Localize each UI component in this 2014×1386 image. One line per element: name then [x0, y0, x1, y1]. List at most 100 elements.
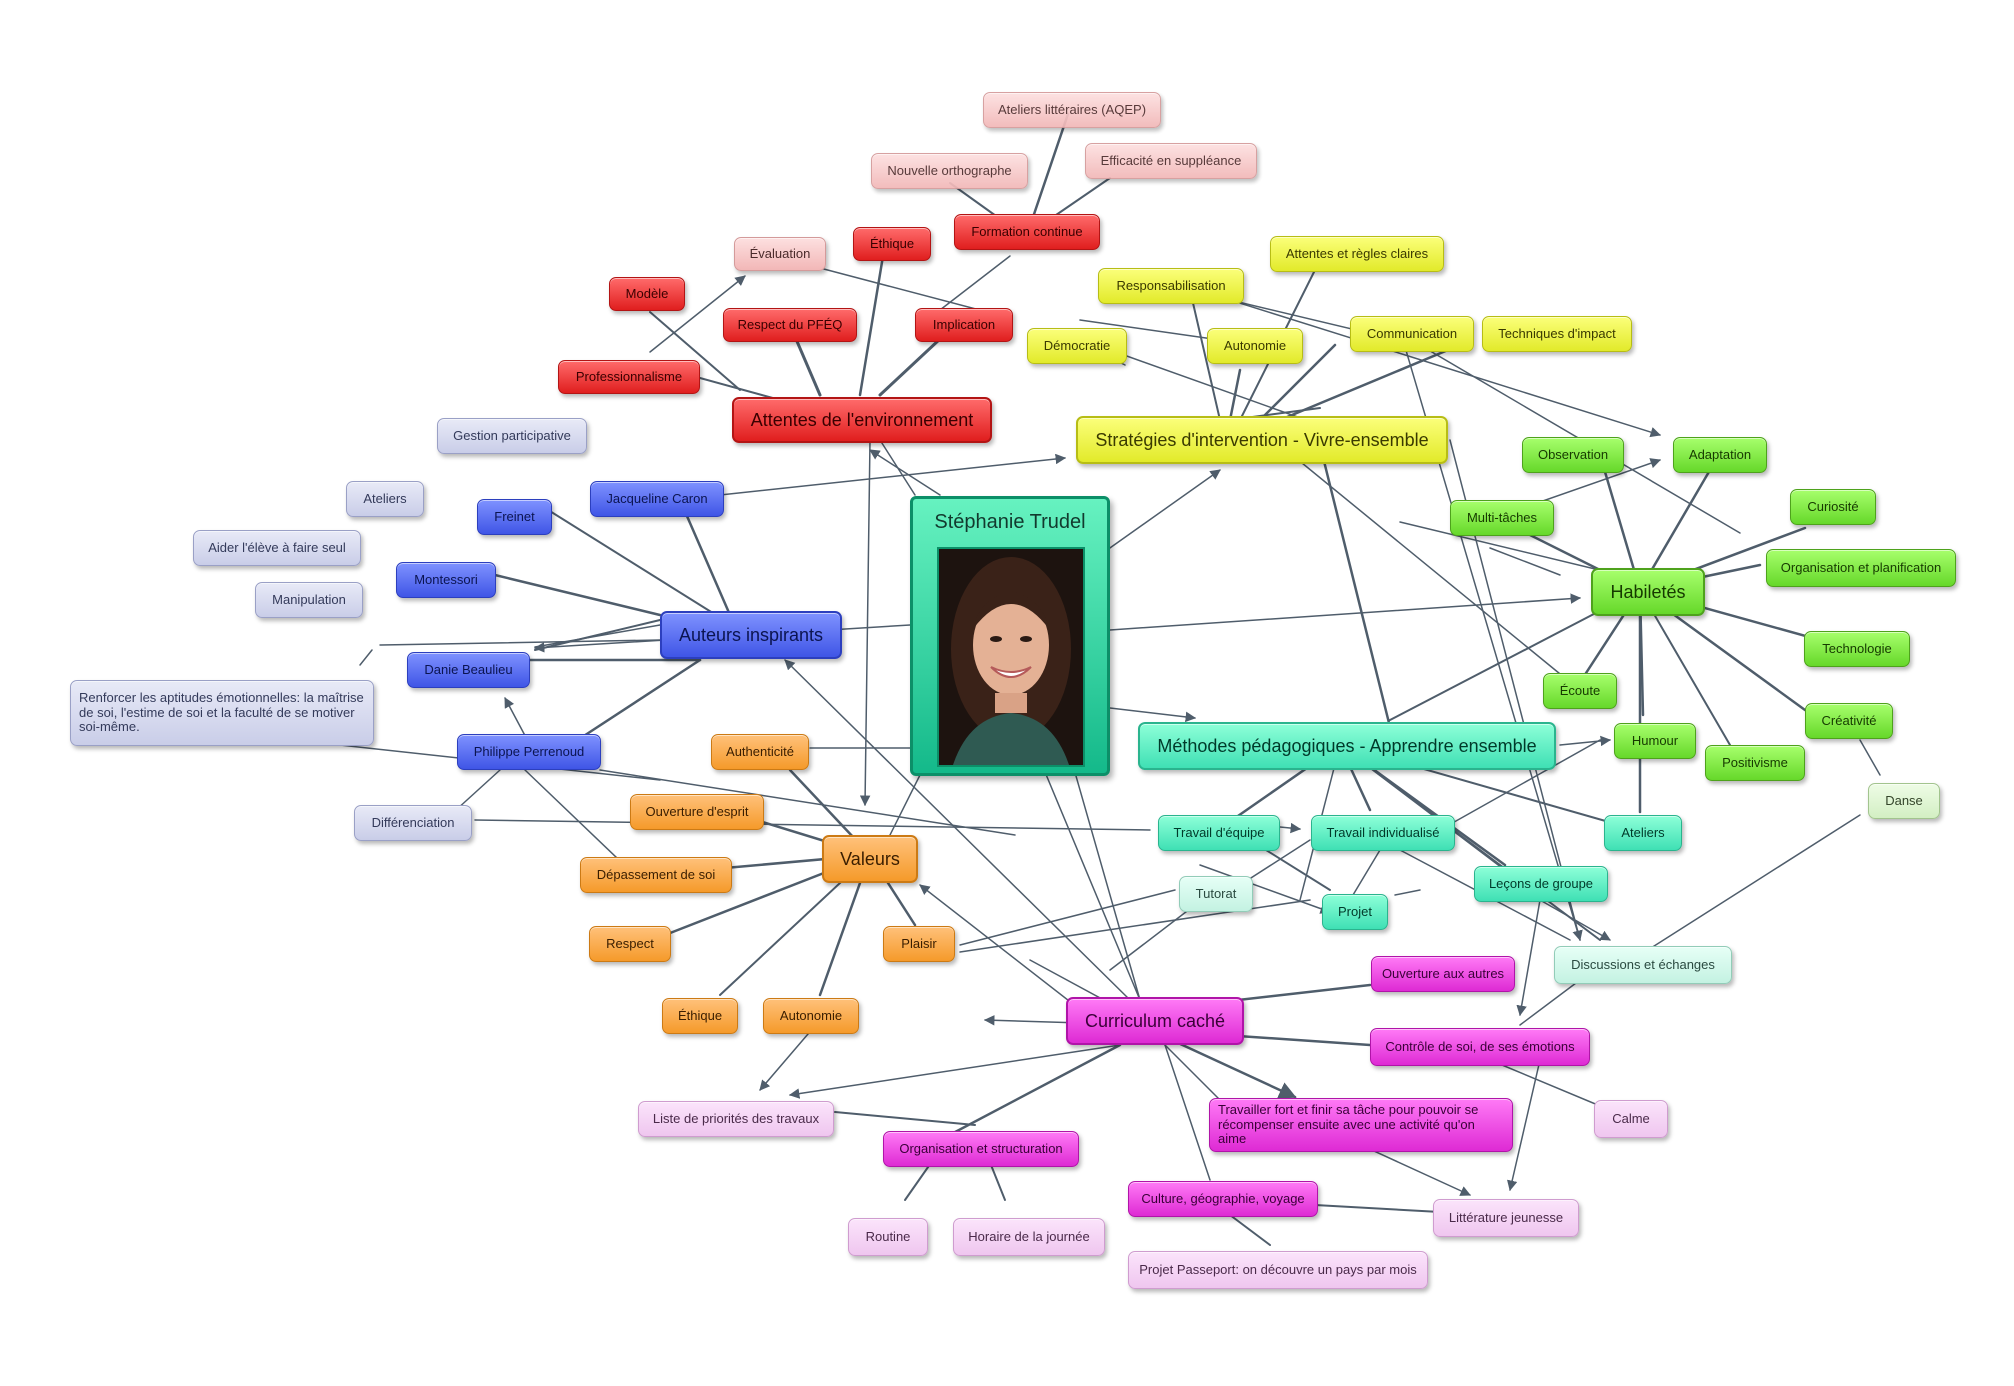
node-efficacite-suppleance[interactable]: Efficacité en suppléance [1085, 143, 1257, 179]
node-communication[interactable]: Communication [1350, 316, 1474, 352]
node-evaluation[interactable]: Évaluation [734, 237, 826, 271]
edge [1314, 1204, 1441, 1213]
node-tutorat[interactable]: Tutorat [1179, 876, 1253, 912]
node-depassement-soi[interactable]: Dépassement de soi [580, 857, 732, 893]
node-attentes-environnement[interactable]: Attentes de l'environnement [732, 397, 992, 443]
node-label: Auteurs inspirants [678, 624, 824, 645]
node-danie-beaulieu[interactable]: Danie Beaulieu [407, 652, 530, 688]
node-differenciation[interactable]: Différenciation [354, 805, 472, 841]
node-implication[interactable]: Implication [915, 308, 1013, 342]
node-routine[interactable]: Routine [848, 1218, 928, 1256]
node-democratie[interactable]: Démocratie [1027, 328, 1127, 364]
node-discussions-echanges[interactable]: Discussions et échanges [1554, 946, 1732, 984]
node-controle-soi[interactable]: Contrôle de soi, de ses émotions [1370, 1028, 1590, 1066]
node-technologie[interactable]: Technologie [1804, 631, 1910, 667]
node-label: Nouvelle orthographe [887, 162, 1012, 178]
node-creativite[interactable]: Créativité [1805, 703, 1893, 739]
node-autonomie-yellow[interactable]: Autonomie [1207, 328, 1303, 364]
edge [1539, 899, 1611, 941]
node-autonomie-orange[interactable]: Autonomie [763, 998, 859, 1034]
node-ateliers-teal[interactable]: Ateliers [1604, 815, 1682, 851]
node-label: Projet Passeport: on découvre un pays pa… [1139, 1261, 1417, 1277]
node-ouverture-esprit[interactable]: Ouverture d'esprit [630, 794, 764, 830]
node-valeurs[interactable]: Valeurs [822, 835, 918, 883]
edge [719, 453, 1067, 496]
edge [493, 573, 662, 617]
node-label: Techniques d'impact [1498, 325, 1616, 341]
edge [859, 439, 871, 807]
node-freinet[interactable]: Freinet [477, 499, 552, 535]
node-horaire-journee[interactable]: Horaire de la journée [953, 1218, 1105, 1256]
node-ateliers-blue[interactable]: Ateliers [346, 481, 424, 517]
portrait-graphic [939, 549, 1083, 765]
node-techniques-impact[interactable]: Techniques d'impact [1482, 316, 1632, 352]
node-label: Observation [1537, 446, 1609, 462]
node-ateliers-litteraires[interactable]: Ateliers littéraires (AQEP) [983, 92, 1161, 128]
node-lecons-groupe[interactable]: Leçons de groupe [1474, 866, 1608, 902]
node-label: Montessori [414, 571, 478, 587]
edge [1399, 521, 1621, 576]
node-modele[interactable]: Modèle [609, 277, 685, 311]
node-ouverture-autres[interactable]: Ouverture aux autres [1371, 956, 1515, 992]
node-travail-individualise[interactable]: Travail individualisé [1311, 815, 1455, 851]
node-curriculum-cache[interactable]: Curriculum caché [1066, 997, 1244, 1045]
node-liste-priorites[interactable]: Liste de priorités des travaux [638, 1101, 834, 1137]
node-professionnalisme[interactable]: Professionnalisme [558, 360, 700, 394]
node-observation[interactable]: Observation [1522, 437, 1624, 473]
node-calme[interactable]: Calme [1594, 1100, 1668, 1138]
node-authenticite[interactable]: Authenticité [711, 734, 809, 770]
node-label: Routine [865, 1228, 911, 1244]
node-aider-eleve[interactable]: Aider l'élève à faire seul [193, 530, 361, 566]
node-responsabilisation[interactable]: Responsabilisation [1098, 268, 1244, 304]
node-nouvelle-orthographe[interactable]: Nouvelle orthographe [871, 153, 1028, 189]
node-label: Organisation et planification [1780, 559, 1942, 575]
node-positivisme[interactable]: Positivisme [1705, 745, 1805, 781]
node-ethique-red[interactable]: Éthique [853, 227, 931, 261]
node-philippe-perrenoud[interactable]: Philippe Perrenoud [457, 734, 601, 770]
node-label: Technologie [1822, 640, 1892, 656]
node-organisation-structuration[interactable]: Organisation et structuration [883, 1131, 1079, 1167]
node-humour[interactable]: Humour [1614, 723, 1696, 759]
edge [858, 248, 886, 397]
node-label: Littérature jeunesse [1448, 1209, 1564, 1225]
node-attentes-regles[interactable]: Attentes et règles claires [1270, 236, 1444, 272]
node-adaptation[interactable]: Adaptation [1673, 437, 1767, 473]
node-auteurs-inspirants[interactable]: Auteurs inspirants [660, 611, 842, 659]
node-litterature-jeunesse[interactable]: Littérature jeunesse [1433, 1199, 1579, 1237]
central-node[interactable]: Stéphanie Trudel [910, 496, 1110, 776]
node-curiosite[interactable]: Curiosité [1790, 489, 1876, 525]
node-manipulation[interactable]: Manipulation [255, 582, 363, 618]
node-ecoute[interactable]: Écoute [1543, 673, 1617, 709]
node-label: Organisation et structuration [899, 1140, 1063, 1156]
node-label: Contrôle de soi, de ses émotions [1385, 1038, 1575, 1054]
edge [1239, 839, 1311, 886]
node-projet[interactable]: Projet [1322, 894, 1388, 930]
edge [834, 1111, 976, 1126]
node-jacqueline-caron[interactable]: Jacqueline Caron [590, 481, 724, 517]
edge [474, 819, 1151, 831]
node-plaisir[interactable]: Plaisir [883, 926, 955, 962]
node-methodes-pedagogiques[interactable]: Méthodes pédagogiques - Apprendre ensemb… [1138, 722, 1556, 770]
node-culture-geographie[interactable]: Culture, géographie, voyage [1128, 1181, 1318, 1217]
node-respect-pfeq[interactable]: Respect du PFÉQ [723, 308, 857, 342]
edge [784, 659, 1131, 1001]
node-formation-continue[interactable]: Formation continue [954, 214, 1100, 250]
node-multi-taches[interactable]: Multi-tâches [1450, 500, 1554, 536]
node-travailler-fort[interactable]: Travailler fort et finir sa tâche pour p… [1209, 1098, 1513, 1152]
node-travail-equipe[interactable]: Travail d'équipe [1158, 815, 1280, 851]
node-projet-passeport[interactable]: Projet Passeport: on découvre un pays pa… [1128, 1251, 1428, 1289]
node-ethique-orange[interactable]: Éthique [662, 998, 738, 1034]
node-renforcer-aptitudes[interactable]: Renforcer les aptitudes émotionnelles: l… [70, 680, 374, 746]
node-danse[interactable]: Danse [1868, 783, 1940, 819]
node-habiletes[interactable]: Habiletés [1591, 568, 1705, 616]
node-label: Culture, géographie, voyage [1141, 1190, 1305, 1206]
node-organisation-planification[interactable]: Organisation et planification [1766, 549, 1956, 587]
node-respect[interactable]: Respect [589, 926, 671, 962]
node-gestion-participative[interactable]: Gestion participative [437, 418, 587, 454]
node-label: Tutorat [1195, 885, 1237, 901]
edge [1028, 112, 1070, 228]
node-label: Ateliers littéraires (AQEP) [997, 101, 1147, 117]
edge [1489, 547, 1561, 576]
node-strategies-intervention[interactable]: Stratégies d'intervention - Vivre-ensemb… [1076, 416, 1448, 464]
node-montessori[interactable]: Montessori [396, 562, 496, 598]
